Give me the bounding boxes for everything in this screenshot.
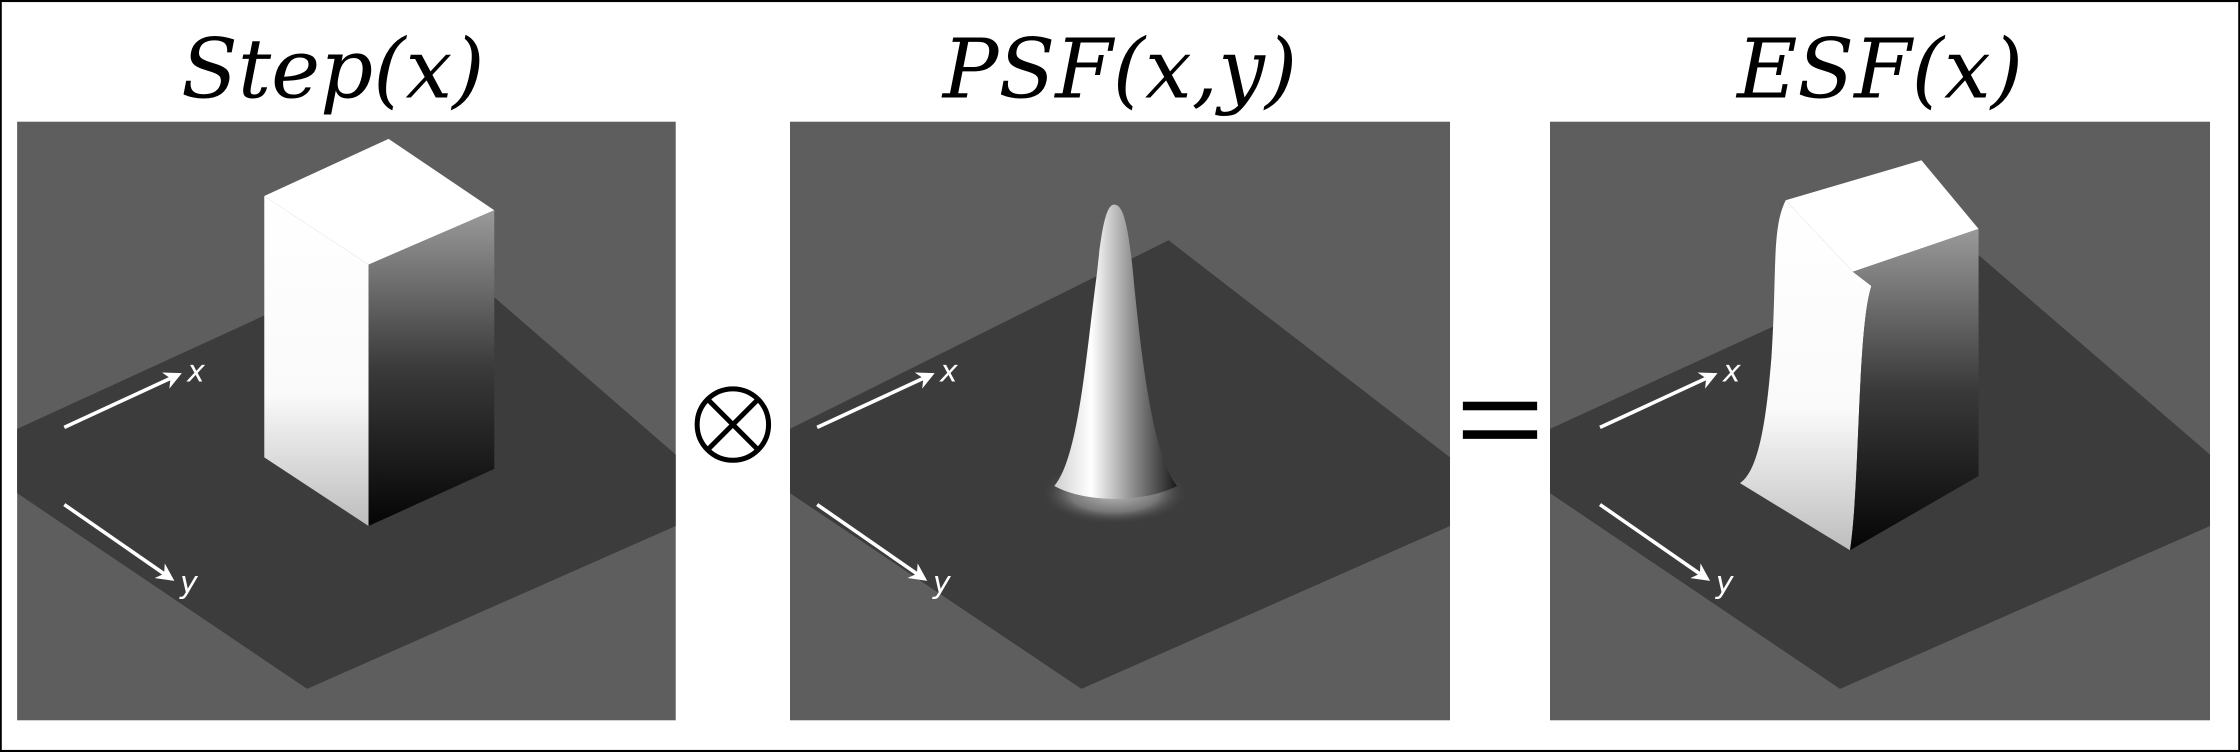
y-axis-label: y [932,566,952,601]
equals-icon [1462,401,1538,411]
x-axis-arrow-icon [816,372,935,430]
panel-title: Step(x) [181,20,484,117]
y-axis-arrow-icon [1598,503,1711,581]
x-axis-label: x [939,355,958,390]
blurred-step-front [1740,200,1872,551]
x-axis-label: x [186,355,205,390]
box-top-face [264,138,495,265]
box-side-face [368,210,495,527]
x-axis-arrow-icon [63,372,182,430]
x-axis-label: x [1722,355,1741,390]
x-axis-arrow-icon [1599,372,1718,430]
y-axis-arrow-icon [63,503,175,581]
blurred-step-top [1785,160,1979,272]
y-axis-label: y [1715,566,1735,601]
circle-times-icon [694,386,772,463]
equals-operator [1462,401,1538,439]
panel-title: ESF(x) [1735,20,2023,117]
panel-psf: PSF(x,y) x y [790,20,1450,721]
gaussian-peak [1054,204,1178,499]
panel-esf: ESF(x) x y [1550,20,2210,721]
panel-title: PSF(x,y) [941,20,1297,117]
panel-step: Step(x) x y [17,20,676,721]
convolution-operator [694,386,772,463]
blurred-step-side [1850,228,1979,551]
y-axis-arrow-icon [816,503,928,581]
y-axis-label: y [179,566,199,601]
box-front-face [264,196,369,526]
